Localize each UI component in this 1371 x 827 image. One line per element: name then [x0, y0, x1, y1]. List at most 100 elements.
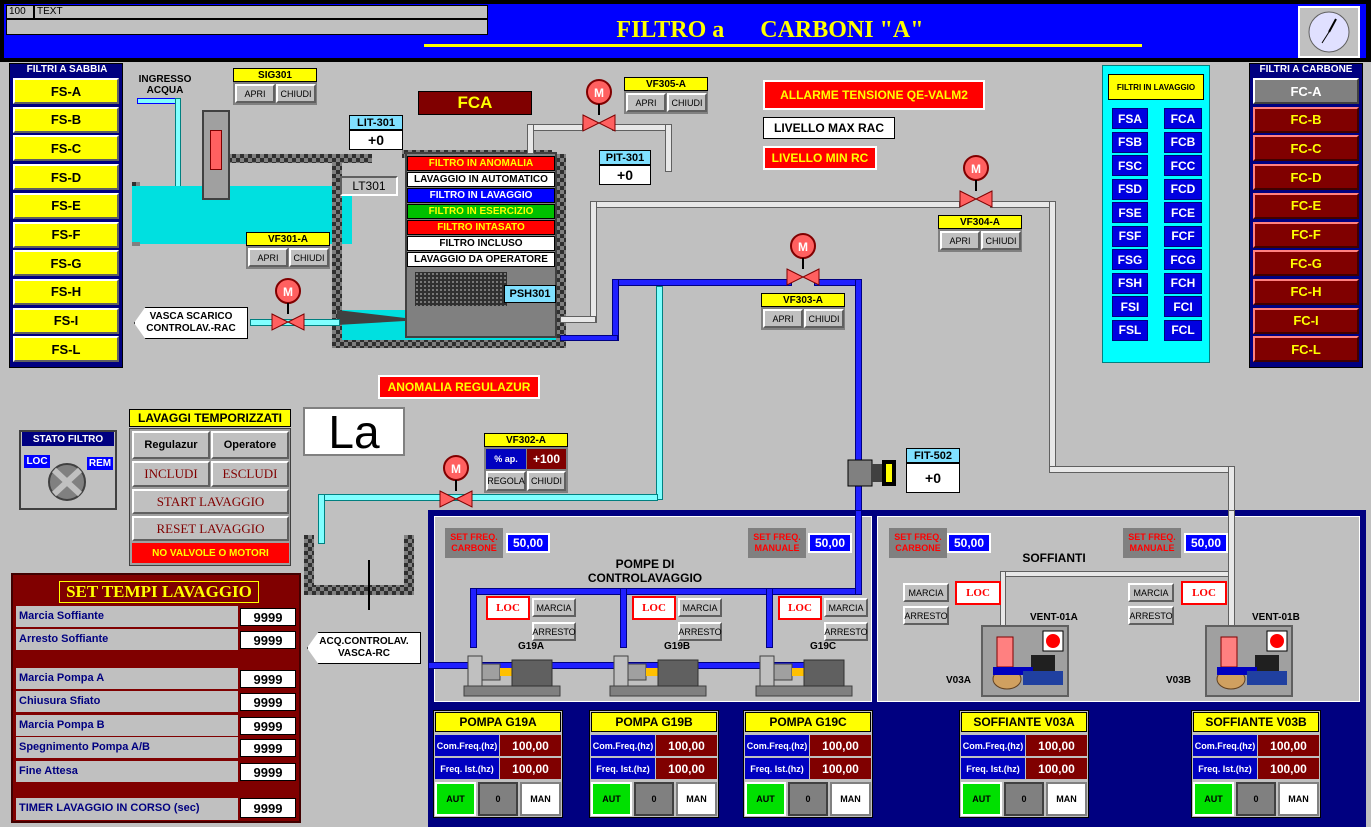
- sig301-apri-button[interactable]: APRI: [235, 84, 275, 103]
- lt-regulazur-button[interactable]: Regulazur: [132, 431, 210, 459]
- soff-0-arresto-button[interactable]: ARRESTO: [903, 606, 949, 625]
- carbone-fc-i-button[interactable]: FC-I: [1253, 307, 1359, 334]
- lav-fsg: FSG: [1112, 249, 1148, 270]
- sabbia-fs-l-button[interactable]: FS-L: [13, 336, 119, 363]
- sabbia-fs-c-button[interactable]: FS-C: [13, 135, 119, 162]
- carbone-fc-e-button[interactable]: FC-E: [1253, 192, 1359, 219]
- vf303-tag: VF303-A: [761, 293, 845, 307]
- freq-panel-0-aut-button[interactable]: AUT: [435, 782, 476, 816]
- carbone-fc-h-button[interactable]: FC-H: [1253, 278, 1359, 305]
- clock-icon[interactable]: [1298, 6, 1360, 58]
- lt-novalv-alarm: NO VALVOLE O MOTORI: [132, 543, 289, 563]
- soff-1-loc-button[interactable]: LOC: [1181, 581, 1227, 605]
- vf301-chiudi-button[interactable]: CHIUDI: [289, 248, 329, 267]
- pump-1-marcia-button[interactable]: MARCIA: [678, 598, 722, 617]
- freq-panel-1-man-button[interactable]: MAN: [676, 782, 717, 816]
- freq-panel-4-cf-value[interactable]: 100,00: [1258, 735, 1319, 756]
- sig301-chiudi-button[interactable]: CHIUDI: [276, 84, 316, 103]
- sabbia-fs-i-button[interactable]: FS-I: [13, 307, 119, 334]
- pump-0-marcia-button[interactable]: MARCIA: [532, 598, 576, 617]
- tempi-row-value[interactable]: 9999: [240, 608, 296, 626]
- carbone-fc-l-button[interactable]: FC-L: [1253, 336, 1359, 363]
- soff-1-arresto-button[interactable]: ARRESTO: [1128, 606, 1174, 625]
- vf303-chiudi-button[interactable]: CHIUDI: [804, 309, 844, 328]
- lav-fcb: FCB: [1164, 131, 1202, 153]
- vf305-valve-icon[interactable]: M: [581, 79, 617, 135]
- pump-0-loc-button[interactable]: LOC: [486, 596, 530, 620]
- tempi-row-value[interactable]: 9999: [240, 693, 296, 711]
- vf303-valve-icon[interactable]: M: [785, 233, 821, 289]
- lt-title: LAVAGGI TEMPORIZZATI: [129, 409, 291, 427]
- soff-setcarb-value[interactable]: 50,00: [947, 533, 991, 553]
- vf304-valve-icon[interactable]: M: [958, 155, 994, 211]
- lt-start-button[interactable]: START LAVAGGIO: [132, 489, 289, 514]
- soff-setman-value[interactable]: 50,00: [1184, 533, 1228, 553]
- selector-switch-icon[interactable]: [44, 462, 90, 502]
- vasca-label: VASCA SCARICO CONTROLAV.-RAC: [134, 307, 248, 339]
- vf304-apri-button[interactable]: APRI: [940, 231, 980, 250]
- tempi-row-label: Arresto Soffiante: [16, 629, 238, 650]
- soff-0-loc-button[interactable]: LOC: [955, 581, 1001, 605]
- vf303-apri-button[interactable]: APRI: [763, 309, 803, 328]
- lt-escludi-button[interactable]: ESCLUDI: [211, 461, 289, 487]
- carbone-fc-a-button[interactable]: FC-A: [1253, 78, 1359, 104]
- lav-fce: FCE: [1164, 202, 1202, 223]
- pompe-setcarb-value[interactable]: 50,00: [506, 533, 550, 553]
- carbone-fc-b-button[interactable]: FC-B: [1253, 106, 1359, 133]
- lt-operatore-button[interactable]: Operatore: [211, 431, 289, 459]
- pompe-setman-value[interactable]: 50,00: [808, 533, 852, 553]
- freq-panel-1-aut-button[interactable]: AUT: [591, 782, 632, 816]
- soff-1-marcia-button[interactable]: MARCIA: [1128, 583, 1174, 602]
- freq-panel-4-aut-button[interactable]: AUT: [1193, 782, 1234, 816]
- lt-includi-button[interactable]: INCLUDI: [132, 461, 210, 487]
- freq-panel-3-man-button[interactable]: MAN: [1046, 782, 1087, 816]
- carbone-fc-f-button[interactable]: FC-F: [1253, 221, 1359, 248]
- freq-panel-2-man-button[interactable]: MAN: [830, 782, 871, 816]
- lav-fsf: FSF: [1112, 225, 1148, 247]
- pump-2-arresto-button[interactable]: ARRESTO: [824, 622, 868, 641]
- vf302-regola-button[interactable]: REGOLA: [486, 471, 526, 491]
- freq-panel-3-cf-value[interactable]: 100,00: [1026, 735, 1087, 756]
- sabbia-fs-e-button[interactable]: FS-E: [13, 192, 119, 219]
- pump-0-arresto-button[interactable]: ARRESTO: [532, 622, 576, 641]
- tempi-row-value[interactable]: 9999: [240, 670, 296, 688]
- carbone-fc-d-button[interactable]: FC-D: [1253, 164, 1359, 191]
- pump-2-label: G19C: [810, 641, 837, 652]
- sabbia-fs-f-button[interactable]: FS-F: [13, 221, 119, 248]
- freq-panel-2-cf-value[interactable]: 100,00: [810, 735, 871, 756]
- freq-panel-3-aut-button[interactable]: AUT: [961, 782, 1002, 816]
- vf305-chiudi-button[interactable]: CHIUDI: [667, 93, 707, 112]
- pump-2-loc-button[interactable]: LOC: [778, 596, 822, 620]
- tempi-row-value[interactable]: 9999: [240, 739, 296, 757]
- vf301-apri-button[interactable]: APRI: [248, 248, 288, 267]
- lav-fsi: FSI: [1112, 296, 1148, 317]
- tempi-row-value[interactable]: 9999: [240, 763, 296, 781]
- freq-panel-0-cf-value[interactable]: 100,00: [500, 735, 561, 756]
- vf301-valve-icon[interactable]: M: [270, 278, 306, 334]
- lt-reset-button[interactable]: RESET LAVAGGIO: [132, 516, 289, 541]
- vf304-chiudi-button[interactable]: CHIUDI: [981, 231, 1021, 250]
- sabbia-fs-h-button[interactable]: FS-H: [13, 278, 119, 305]
- tempi-row-value[interactable]: 9999: [240, 631, 296, 649]
- soff-0-marcia-button[interactable]: MARCIA: [903, 583, 949, 602]
- vf302-chiudi-button[interactable]: CHIUDI: [527, 471, 566, 491]
- vf305-apri-button[interactable]: APRI: [626, 93, 666, 112]
- carbone-title: FILTRI A CARBONE: [1259, 64, 1353, 75]
- tempi-row-label: Chiusura Sfiato: [16, 691, 238, 712]
- sabbia-fs-a-button[interactable]: FS-A: [13, 78, 119, 104]
- pump-1-arresto-button[interactable]: ARRESTO: [678, 622, 722, 641]
- sabbia-fs-b-button[interactable]: FS-B: [13, 106, 119, 133]
- sabbia-fs-g-button[interactable]: FS-G: [13, 250, 119, 277]
- freq-panel-4-man-button[interactable]: MAN: [1278, 782, 1319, 816]
- freq-panel-1-cf-value[interactable]: 100,00: [656, 735, 717, 756]
- lav-fca: FCA: [1164, 108, 1202, 129]
- carbone-fc-g-button[interactable]: FC-G: [1253, 250, 1359, 277]
- pump-1-loc-button[interactable]: LOC: [632, 596, 676, 620]
- tempi-row-value[interactable]: 9999: [240, 717, 296, 735]
- vf302-valve-icon[interactable]: M: [438, 455, 474, 511]
- carbone-fc-c-button[interactable]: FC-C: [1253, 135, 1359, 162]
- pump-2-marcia-button[interactable]: MARCIA: [824, 598, 868, 617]
- sabbia-fs-d-button[interactable]: FS-D: [13, 164, 119, 191]
- freq-panel-0-man-button[interactable]: MAN: [520, 782, 561, 816]
- freq-panel-2-aut-button[interactable]: AUT: [745, 782, 786, 816]
